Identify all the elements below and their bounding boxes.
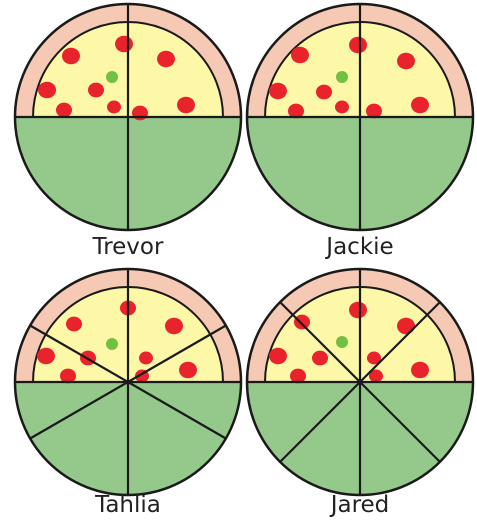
pepperoni — [269, 83, 287, 100]
pepperoni — [165, 318, 183, 335]
pepperoni — [349, 302, 367, 319]
pepperoni — [179, 362, 197, 379]
pizza-trevor — [15, 4, 241, 230]
pepperoni — [139, 352, 153, 365]
pepperoni — [115, 36, 133, 53]
pepperoni — [38, 82, 56, 99]
pepperoni — [66, 317, 82, 332]
pizza-jackie — [247, 4, 473, 230]
pizza-jared — [247, 269, 473, 495]
pepperoni — [56, 103, 72, 118]
pepperoni — [411, 97, 429, 114]
pepperoni — [157, 51, 175, 68]
pepperoni — [269, 348, 287, 365]
pepperoni — [316, 85, 332, 100]
pepperoni — [349, 37, 367, 54]
pepperoni — [397, 53, 415, 70]
pepperoni — [132, 106, 148, 121]
olive — [106, 71, 118, 83]
pepperoni — [397, 318, 415, 335]
pepperoni — [411, 362, 429, 379]
pepperoni — [88, 83, 104, 98]
pepperoni — [291, 47, 309, 64]
pepperoni — [335, 101, 349, 114]
olive — [336, 336, 348, 348]
pizza-label: Jared — [329, 492, 390, 518]
pepperoni — [177, 97, 195, 114]
pizza-label: Jackie — [324, 234, 393, 260]
olive — [336, 71, 348, 83]
pepperoni — [37, 348, 55, 365]
pepperoni — [62, 48, 80, 65]
pizza-label: Tahlia — [94, 492, 161, 518]
pepperoni — [312, 351, 328, 366]
pizza-label: Trevor — [92, 234, 164, 260]
olive — [106, 338, 118, 350]
pizza-tahlia — [15, 269, 241, 495]
pepperoni — [107, 101, 121, 114]
